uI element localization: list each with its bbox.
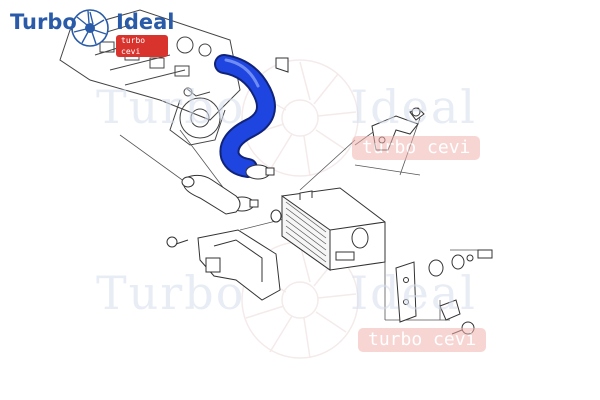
mounting-bolt-left: [166, 236, 189, 248]
brand-word-ideal: Ideal: [116, 10, 175, 34]
lower-hose: [181, 174, 241, 215]
turbocharger: [169, 87, 226, 146]
rubber-mounts: [428, 249, 493, 277]
small-clip: [275, 57, 289, 73]
lower-clip-and-bolt: [439, 299, 475, 335]
brand-logo[interactable]: Turbo Ideal turbo cevi: [8, 6, 174, 57]
side-bracket: [395, 261, 417, 323]
brand-tagline-badge: turbo cevi: [116, 35, 168, 57]
highlighted-intercooler-hose: [214, 54, 276, 178]
air-duct: [197, 229, 281, 301]
brand-word-turbo: Turbo: [10, 10, 77, 34]
turbine-wheel-icon: [71, 9, 109, 47]
intercooler: [270, 187, 386, 271]
